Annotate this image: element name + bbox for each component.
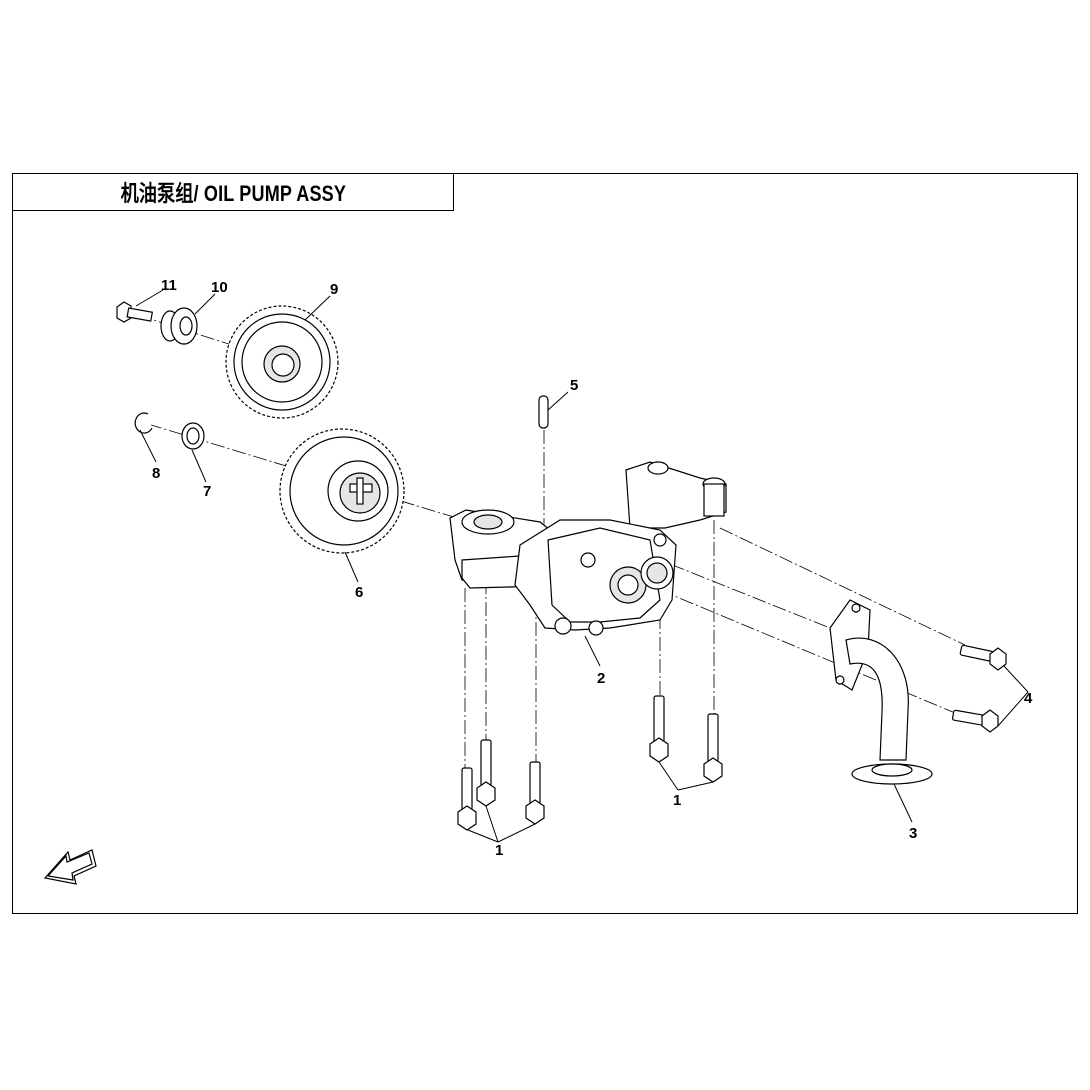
circlip-part-8 xyxy=(134,412,153,434)
callout-9: 9 xyxy=(330,281,338,298)
callout-1-right: 1 xyxy=(673,792,681,809)
fwd-arrow-icon xyxy=(43,849,97,885)
callout-5: 5 xyxy=(570,377,578,394)
dowel-pin-part-5 xyxy=(538,395,549,429)
page-title: 机油泵组/ OIL PUMP ASSY xyxy=(120,181,346,206)
callout-1-left: 1 xyxy=(495,842,503,859)
callout-labels: 11 10 9 5 8 7 6 2 1 1 4 3 xyxy=(152,277,1033,859)
callout-10: 10 xyxy=(211,279,228,296)
oil-strainer-part-3 xyxy=(829,599,933,785)
bolt-group-4 xyxy=(951,644,1007,733)
bolt-group-1-left xyxy=(457,739,545,831)
gear-part-9 xyxy=(225,305,339,419)
callout-2: 2 xyxy=(597,670,605,687)
bolt-part-11 xyxy=(116,301,154,323)
callout-3: 3 xyxy=(909,825,917,842)
callout-7: 7 xyxy=(203,483,211,500)
title-box: 机油泵组/ OIL PUMP ASSY xyxy=(12,173,454,211)
bushing-part-10 xyxy=(160,307,198,345)
oil-pump-body-part-2 xyxy=(449,461,727,636)
gear-part-6 xyxy=(279,428,405,554)
leader-lines xyxy=(135,289,1029,843)
callout-6: 6 xyxy=(355,584,363,601)
callout-8: 8 xyxy=(152,465,160,482)
callout-11: 11 xyxy=(161,277,177,294)
callout-4: 4 xyxy=(1024,690,1033,707)
diagram-frame xyxy=(12,173,1078,914)
bolt-group-1-right xyxy=(649,695,723,783)
washer-part-7 xyxy=(181,422,205,450)
